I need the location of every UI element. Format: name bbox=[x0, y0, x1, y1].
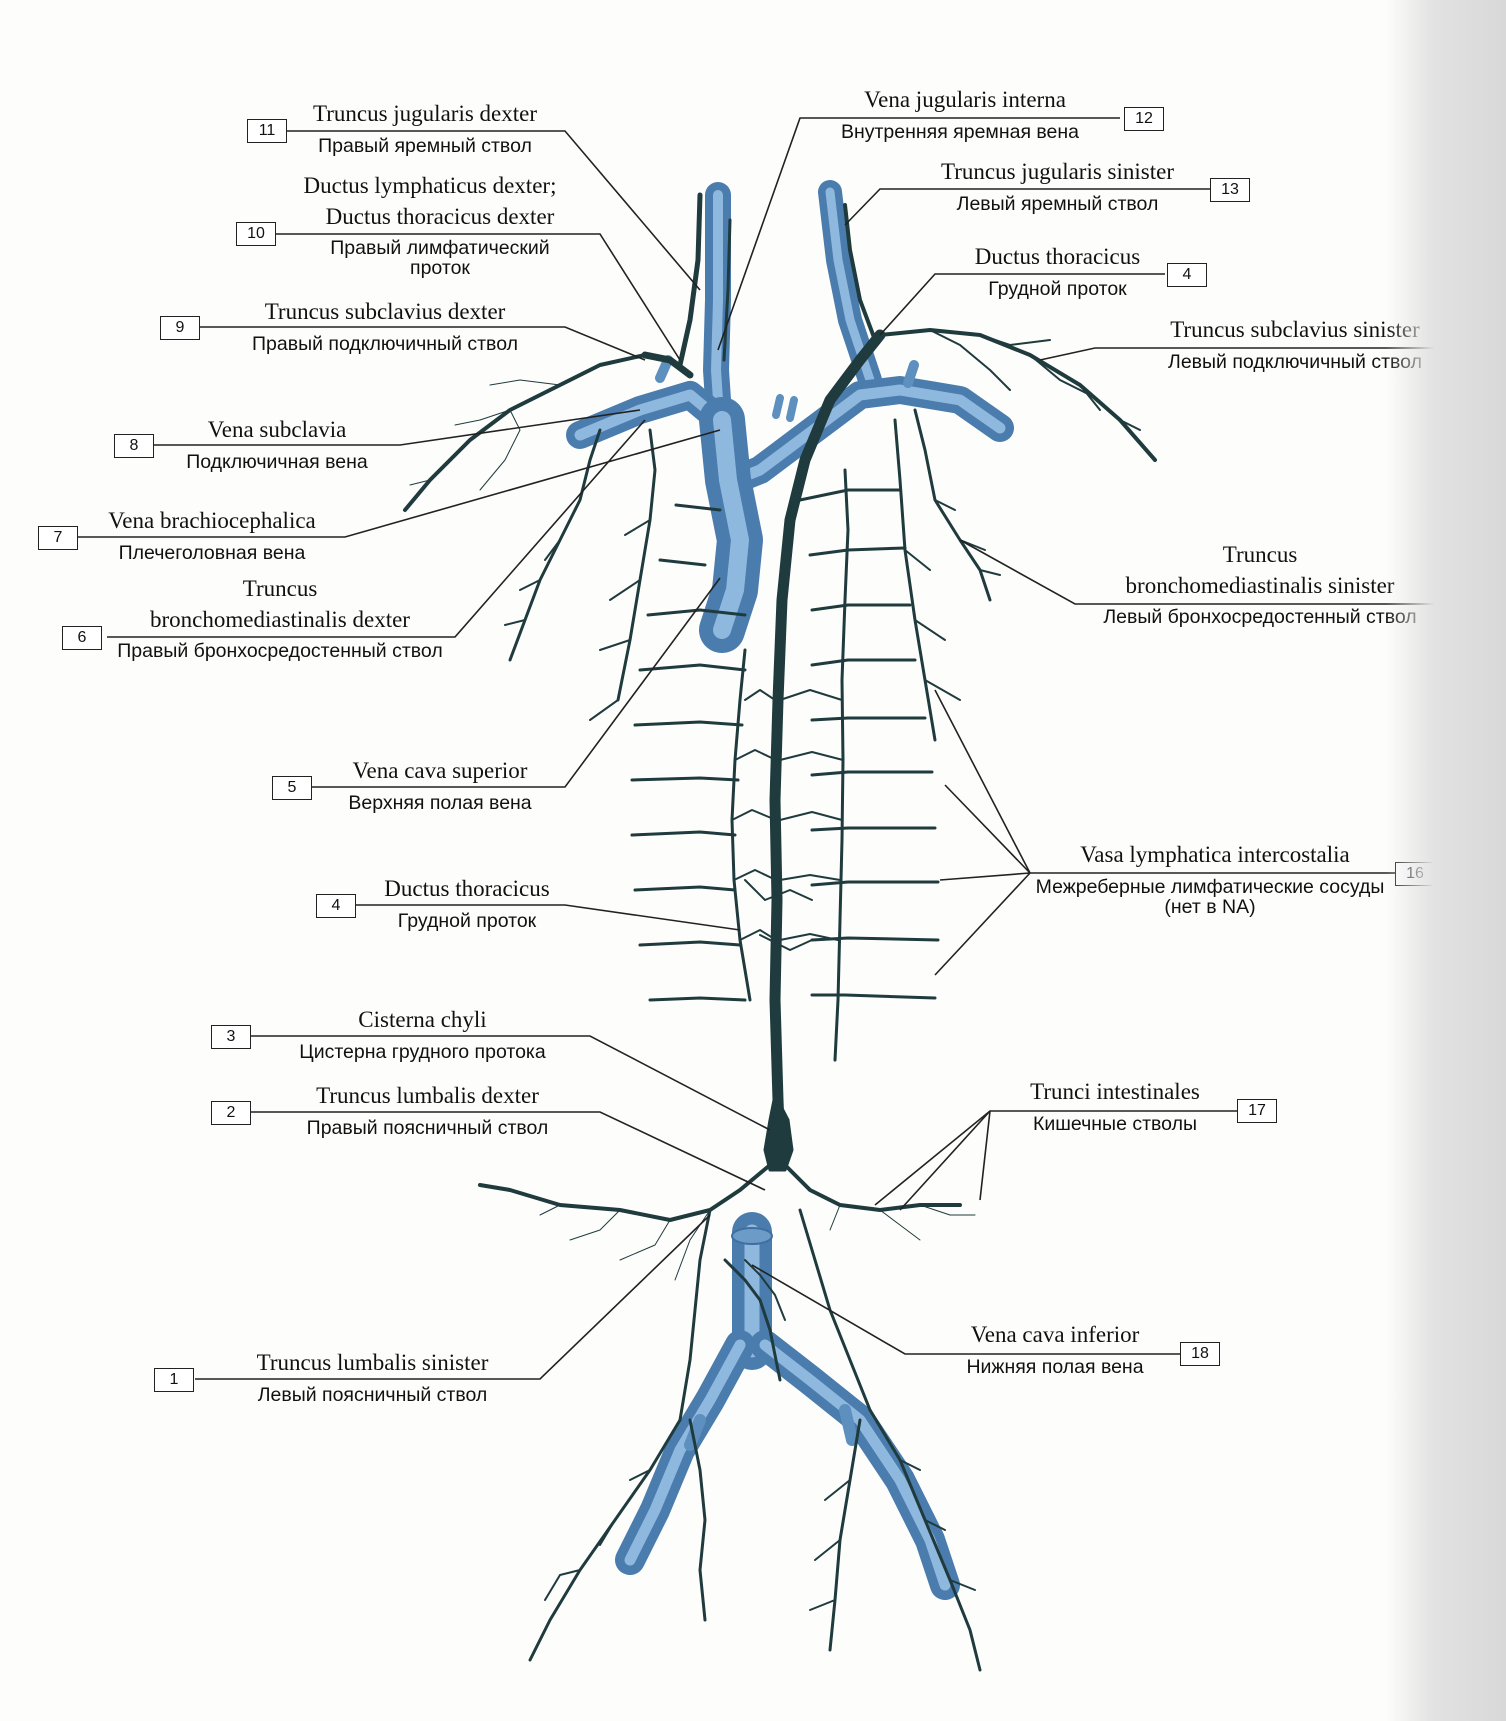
number-box-6: 6 bbox=[62, 626, 102, 650]
label-7-russian: Плечеголовная вена bbox=[118, 542, 306, 564]
number-box-3: 3 bbox=[211, 1025, 251, 1049]
label-13-russian: Левый яремный ствол bbox=[956, 193, 1159, 215]
label-12-russian: Внутренняя яремная вена bbox=[840, 121, 1080, 143]
number-box-1: 1 bbox=[154, 1368, 194, 1392]
label-7-latin: Vena brachiocephalica bbox=[108, 508, 316, 533]
page-edge-shadow bbox=[1386, 0, 1506, 1721]
label-5-latin: Vena cava superior bbox=[352, 758, 528, 783]
label-9-latin: Truncus subclavius dexter bbox=[264, 299, 506, 324]
right-lumbar-trunk bbox=[478, 1163, 772, 1222]
number-box-9: 9 bbox=[160, 316, 200, 340]
label-6-latin: bronchomediastinalis dexter bbox=[150, 607, 410, 632]
label-10-russian: Правый лимфатический проток bbox=[330, 237, 550, 280]
number-box-13: 13 bbox=[1210, 178, 1250, 202]
label-14-russian: Левый подключичный ствол bbox=[1168, 351, 1422, 373]
label-1-latin: Truncus lumbalis sinister bbox=[256, 1350, 489, 1375]
number-box-18: 18 bbox=[1180, 1342, 1220, 1366]
number-box-4-right: 4 bbox=[1167, 263, 1207, 287]
label-1-russian: Левый поясничный ствол bbox=[257, 1384, 488, 1406]
label-15-latin-pre: Truncus bbox=[1222, 542, 1298, 567]
label-15-russian: Левый бронхосредостенный ствол bbox=[1103, 606, 1417, 628]
number-box-2: 2 bbox=[211, 1101, 251, 1125]
label-9-russian: Правый подключичный ствол bbox=[252, 333, 518, 355]
label-15-latin: bronchomediastinalis sinister bbox=[1125, 573, 1395, 598]
label-8-russian: Подключичная вена bbox=[186, 451, 368, 473]
label-11-latin: Truncus jugularis dexter bbox=[312, 101, 537, 126]
label-14-latin: Truncus subclavius sinister bbox=[1170, 317, 1420, 342]
label-6-latin-pre: Truncus bbox=[242, 576, 318, 601]
left-intercostal-vessels bbox=[798, 488, 940, 1000]
label-4-left-latin: Ductus thoracicus bbox=[384, 876, 550, 901]
label-2-latin: Truncus lumbalis dexter bbox=[316, 1083, 539, 1108]
number-box-17: 17 bbox=[1237, 1099, 1277, 1123]
number-box-7: 7 bbox=[38, 526, 78, 550]
left-iliac-vein bbox=[750, 1330, 960, 1600]
label-13-latin: Truncus jugularis sinister bbox=[941, 159, 1174, 184]
label-8-latin: Vena subclavia bbox=[207, 417, 347, 442]
label-6-russian: Правый бронхосредостенный ствол bbox=[117, 640, 443, 662]
label-18-russian: Нижняя полая вена bbox=[966, 1356, 1144, 1378]
label-10-latin: Ductus thoracicus dexter bbox=[325, 204, 555, 229]
label-4-right-russian: Грудной проток bbox=[988, 278, 1127, 300]
number-box-12: 12 bbox=[1124, 107, 1164, 131]
thoracic-duct bbox=[769, 329, 886, 1156]
left-lumbar-trunk bbox=[783, 1163, 962, 1212]
label-4-right-latin: Ductus thoracicus bbox=[974, 244, 1141, 269]
label-11-russian: Правый яремный ствол bbox=[318, 135, 532, 157]
label-3-latin: Cisterna chyli bbox=[358, 1007, 487, 1032]
number-box-4-left: 4 bbox=[316, 894, 356, 918]
number-box-10: 10 bbox=[236, 222, 276, 246]
number-box-8: 8 bbox=[114, 434, 154, 458]
label-5-russian: Верхняя полая вена bbox=[348, 792, 532, 814]
right-intercostal-vessels bbox=[630, 503, 747, 1002]
label-17-latin: Trunci intestinales bbox=[1030, 1079, 1200, 1104]
cisterna-chyli bbox=[763, 1093, 794, 1172]
label-17-russian: Кишечные стволы bbox=[1033, 1113, 1197, 1135]
label-18-latin: Vena cava inferior bbox=[970, 1322, 1140, 1347]
label-3-russian: Цистерна грудного протока bbox=[299, 1041, 546, 1063]
label-2-russian: Правый поясничный ствол bbox=[306, 1117, 549, 1139]
number-box-5: 5 bbox=[272, 776, 312, 800]
label-16-latin: Vasa lymphatica intercostalia bbox=[1080, 842, 1350, 867]
veins bbox=[566, 180, 1014, 1600]
label-16-russian: Межреберные лимфатические сосуды (нет в … bbox=[1035, 876, 1385, 919]
lymph-vessels bbox=[403, 192, 1157, 1672]
number-box-11: 11 bbox=[247, 119, 287, 143]
label-10-latin-pre: Ductus lymphaticus dexter; bbox=[303, 173, 557, 198]
label-4-left-russian: Грудной проток bbox=[397, 910, 537, 932]
label-12-latin: Vena jugularis interna bbox=[864, 87, 1066, 112]
leader-lines bbox=[78, 117, 1465, 1380]
